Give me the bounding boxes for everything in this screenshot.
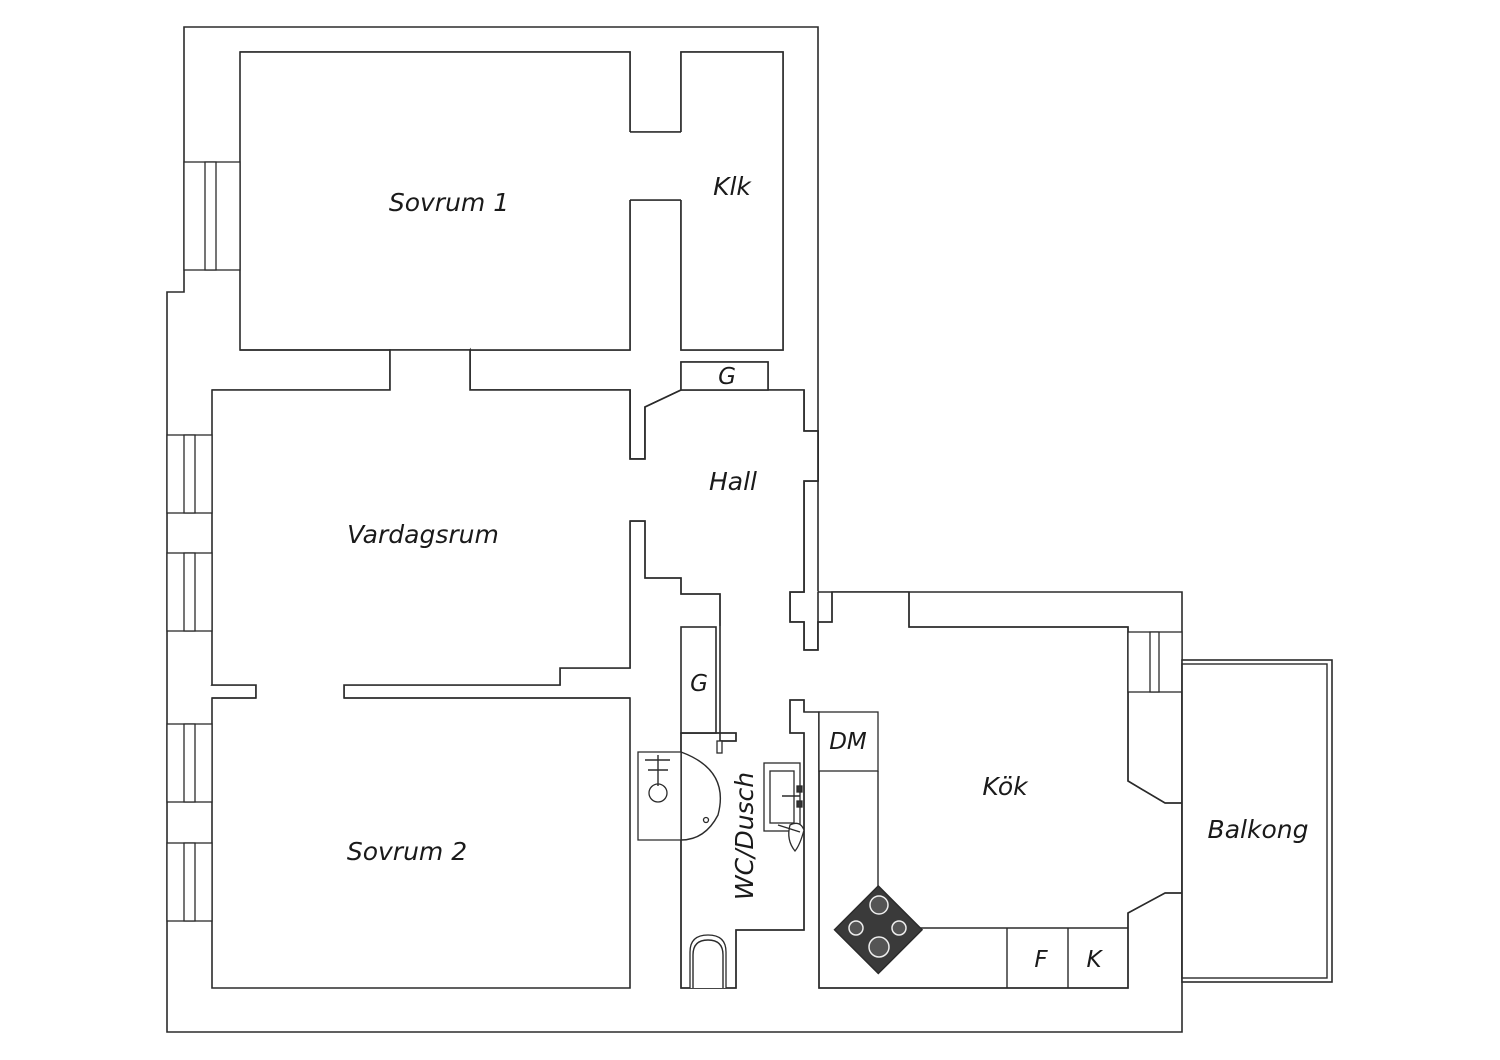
label-vardagsrum: Vardagsrum xyxy=(347,520,499,549)
garderob-1-box xyxy=(680,361,769,391)
window-sovrum-2-1 xyxy=(166,723,213,803)
label-klk: Klk xyxy=(713,172,752,201)
label-kok: Kök xyxy=(982,772,1029,801)
balkong-inner xyxy=(1181,663,1328,979)
balkong-outer xyxy=(1181,659,1333,983)
label-sovrum-2: Sovrum 2 xyxy=(347,837,467,866)
window-sovrum-1 xyxy=(183,161,241,271)
label-garderob-2: G xyxy=(690,671,708,697)
garderob-2-box xyxy=(680,626,717,734)
label-dm: DM xyxy=(829,729,867,755)
kok-window-glass xyxy=(1149,631,1160,693)
sovrum-klk-opening xyxy=(629,132,682,200)
label-balkong: Balkong xyxy=(1208,815,1309,844)
label-hall: Hall xyxy=(709,467,757,496)
kok-walls xyxy=(818,592,1182,989)
sink-icon xyxy=(763,762,805,853)
hall-walls xyxy=(629,389,721,626)
label-garderob-1: G xyxy=(718,364,736,390)
sovrum-klk-opening-lines xyxy=(630,131,681,201)
klk-area xyxy=(680,51,784,351)
label-freezer: K xyxy=(1086,947,1103,973)
label-fridge: F xyxy=(1034,947,1048,973)
hall-right-walls xyxy=(789,390,833,651)
toilet-icon xyxy=(689,934,727,988)
dm-box xyxy=(818,711,879,772)
shower-icon xyxy=(637,740,723,841)
label-sovrum-1: Sovrum 1 xyxy=(389,188,509,217)
label-wc-dusch: WC/Dusch xyxy=(730,772,759,900)
stove-icon xyxy=(833,884,924,975)
window-vardagsrum-2 xyxy=(166,552,213,632)
window-vardagsrum-1 xyxy=(166,434,213,514)
sovrum-1-area xyxy=(239,51,631,351)
window-sovrum-2-2 xyxy=(166,842,213,922)
